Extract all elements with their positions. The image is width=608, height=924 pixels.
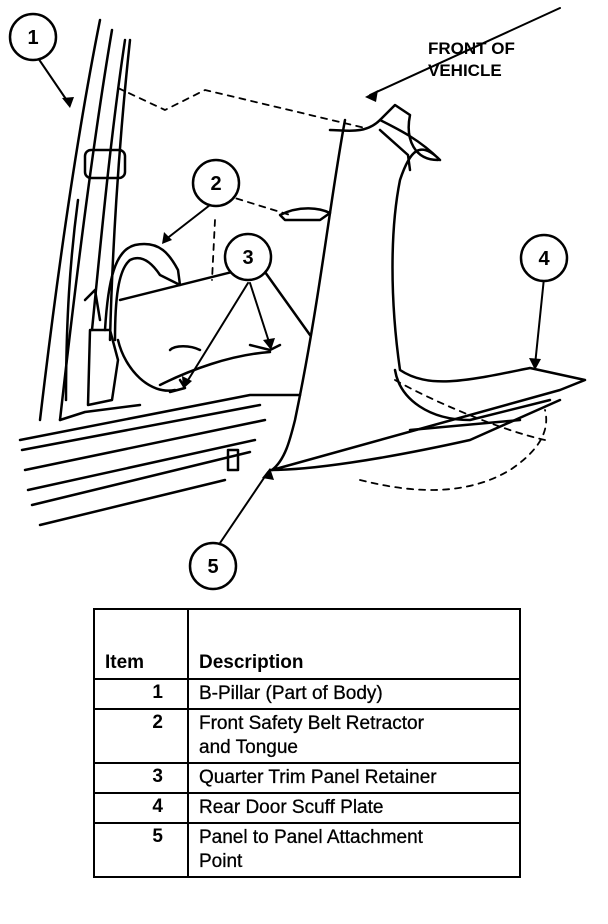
callout-5: 5 [188, 541, 238, 591]
table-row: 3 Quarter Trim Panel Retainer [93, 762, 521, 794]
front-label-line2: VEHICLE [428, 61, 502, 80]
row-item: 5 [93, 822, 189, 878]
seat-belt-drawing [103, 207, 332, 392]
explode-lines [117, 87, 548, 491]
legend-header-row: Item Description [93, 608, 521, 680]
header-item: Item [93, 608, 189, 680]
svg-text:4: 4 [538, 248, 550, 270]
trim-panel-drawing [158, 103, 587, 472]
callout-1: 1 [8, 12, 58, 62]
svg-text:2: 2 [210, 173, 221, 195]
table-row: 1 B-Pillar (Part of Body) [93, 678, 521, 710]
svg-text:3: 3 [242, 247, 253, 269]
row-description: B-Pillar (Part of Body) [187, 678, 521, 710]
callout-3: 3 [223, 232, 273, 282]
row-description: Rear Door Scuff Plate [187, 792, 521, 824]
row-item: 2 [93, 708, 189, 764]
front-label-line1: FRONT OF [428, 39, 515, 58]
arrowheads [62, 90, 541, 480]
row-description: Quarter Trim Panel Retainer [187, 762, 521, 794]
b-pillar-drawing [38, 18, 142, 422]
legend-table: Item Description 1 B-Pillar (Part of Bod… [93, 608, 521, 878]
callout-2: 2 [191, 158, 241, 208]
svg-text:5: 5 [207, 556, 218, 578]
table-row: 4 Rear Door Scuff Plate [93, 792, 521, 824]
header-description: Description [187, 608, 521, 680]
exploded-view-diagram: 1 2 3 4 5 FRONT OF VEHICLE [8, 7, 587, 591]
row-item: 4 [93, 792, 189, 824]
row-item: 1 [93, 678, 189, 710]
sill-drawing [18, 263, 312, 527]
svg-text:1: 1 [27, 27, 38, 49]
leader-lines [37, 7, 561, 544]
callout-4: 4 [519, 233, 569, 283]
row-item: 3 [93, 762, 189, 794]
